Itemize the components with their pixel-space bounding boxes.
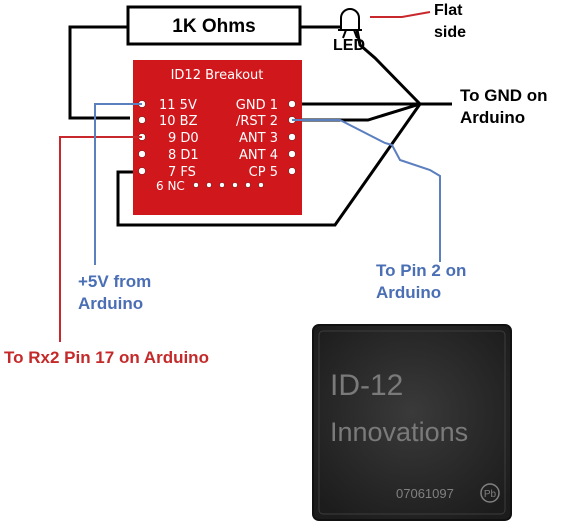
pin2-label-line1: To Pin 2 on xyxy=(376,261,466,280)
board-pin-10-bz: 10 BZ xyxy=(159,114,198,129)
board-pin-7-fs: 7 FS xyxy=(168,165,196,180)
board-pin-cp-5: CP 5 xyxy=(249,165,278,180)
id12-chip: ID-12 Innovations 07061097 Pb xyxy=(312,324,512,521)
chip-body xyxy=(312,324,512,521)
board-pin-9-d0: 9 D0 xyxy=(168,131,199,146)
led: LED Flat side xyxy=(333,2,466,54)
pin2-wire xyxy=(292,119,441,262)
resistor-left-lead xyxy=(68,25,130,120)
resistor-label: 1K Ohms xyxy=(172,16,255,37)
board-pin-rst-2: /RST 2 xyxy=(236,114,278,129)
board-pin-gnd-1: GND 1 xyxy=(236,98,278,113)
red-wire xyxy=(59,136,142,342)
pb-free-icon xyxy=(480,483,500,503)
flat-side-label-line1: Flat xyxy=(434,2,463,19)
rx2-label: To Rx2 Pin 17 on Arduino xyxy=(4,348,209,367)
chip-serial: 07061097 xyxy=(396,486,454,501)
board-pin-ant-4: ANT 4 xyxy=(239,148,278,163)
resistor: 1K Ohms xyxy=(126,5,302,46)
pin2-label-line2: Arduino xyxy=(376,283,441,302)
chip-mark: Pb xyxy=(484,489,497,500)
gnd-label-line2: Arduino xyxy=(460,108,525,127)
v5-label-line2: Arduino xyxy=(78,294,143,313)
blue-wires xyxy=(94,103,441,265)
board-pin-8-d1: 8 D1 xyxy=(168,148,199,163)
flat-side-pointer xyxy=(370,11,431,18)
breakout-board: ID12 Breakout 11 5V 10 BZ 9 D0 8 D1 7 FS… xyxy=(133,60,302,215)
gnd-label-line1: To GND on xyxy=(460,86,548,105)
board-pin-ant-3: ANT 3 xyxy=(239,131,278,146)
board-pin-6-nc: 6 NC xyxy=(156,179,185,193)
chip-maker: Innovations xyxy=(330,417,468,447)
board-pin-11-5v: 11 5V xyxy=(159,98,197,113)
rst-gnd-wire xyxy=(291,102,421,122)
gnd-return-wire xyxy=(116,103,422,227)
board-title: ID12 Breakout xyxy=(171,68,264,83)
led-label: LED xyxy=(333,37,365,54)
chip-name: ID-12 xyxy=(330,369,403,402)
led-ground-wire xyxy=(355,29,422,106)
flat-side-label-line2: side xyxy=(434,24,466,41)
v5-label-line1: +5V from xyxy=(78,272,151,291)
v5-wire xyxy=(94,103,142,265)
board-body xyxy=(133,60,302,215)
